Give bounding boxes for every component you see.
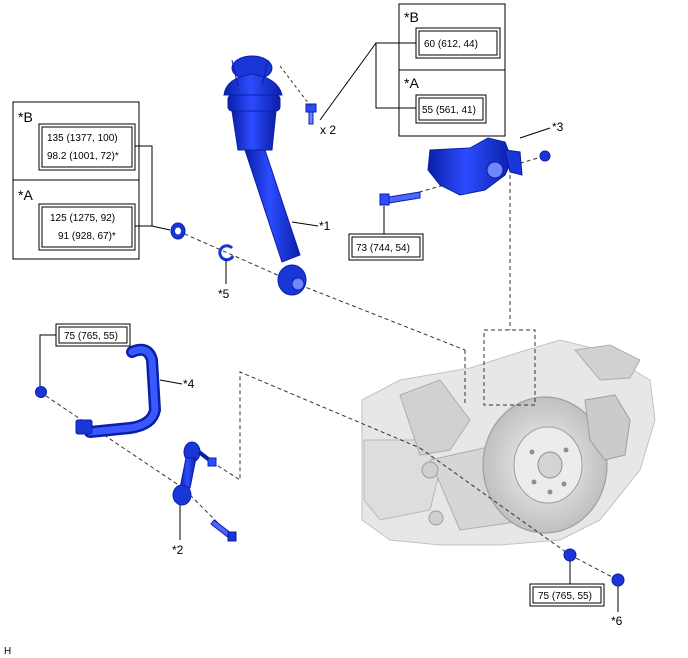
spec-right-a-value-1: 55 (561, 41) [422, 105, 476, 116]
torque-bracket-bolt-text: 73 (744, 54) [356, 243, 410, 254]
callout-lock-nut: *6 [611, 614, 623, 628]
spec-left-a-value-1: 125 (1275, 92) [50, 213, 115, 224]
clip-part [218, 244, 235, 262]
stabilizer-bar-nut [35, 386, 47, 398]
callout-clip: *5 [218, 287, 230, 301]
spec-table-right: *B 60 (612, 44) *A 55 (561, 41) [398, 3, 506, 137]
bushing [170, 222, 186, 240]
callout-3-leader [519, 127, 551, 139]
link-lower-nut [563, 548, 577, 562]
spec-table-left: *B 135 (1377, 100) 98.2 (1001, 72)* *A 1… [12, 101, 140, 260]
bracket-nut [539, 150, 551, 162]
installation-guide-lines [39, 155, 619, 581]
torque-stabilizer-nut-text: 75 (765, 55) [64, 331, 118, 342]
torque-stabilizer-nut-leader [39, 334, 56, 386]
spec-left-bracket-line [135, 145, 153, 227]
suspension-assembly-illustration [361, 339, 656, 546]
callout-stabilizer-link: *2 [172, 543, 184, 557]
upper-mount-bolt [305, 103, 317, 125]
spec-right-leader [319, 42, 377, 121]
lock-nut-part [611, 573, 625, 587]
spec-right-b-label: *B [404, 9, 419, 25]
stabilizer-link [172, 441, 217, 506]
bolt-guide-line [279, 65, 313, 109]
bracket-bolt [379, 191, 421, 206]
bolt-quantity-label: x 2 [320, 123, 336, 137]
spec-left-a-label: *A [18, 187, 33, 203]
spec-right-b-value-1: 60 (612, 44) [424, 39, 478, 50]
callout-shock-absorber: *1 [319, 219, 331, 233]
stabilizer-bar [75, 343, 162, 438]
spec-left-a-value-2: 91 (928, 67)* [58, 231, 116, 242]
spec-left-leader [151, 225, 171, 231]
callout-upper-bracket: *3 [552, 120, 564, 134]
torque-box-link-nut: 75 (765, 55) [529, 583, 605, 607]
upper-bracket [427, 137, 523, 196]
spec-left-b-value-2: 98.2 (1001, 72)* [47, 151, 119, 162]
spec-left-b-value-1: 135 (1377, 100) [47, 133, 118, 144]
torque-box-stabilizer-nut: 75 (765, 55) [55, 323, 131, 347]
callout-4-leader [159, 379, 183, 385]
spec-right-bracket-line [375, 42, 416, 109]
link-lower-bolt [210, 519, 237, 542]
callout-1-leader [291, 221, 319, 227]
spec-left-b-label: *B [18, 109, 33, 125]
torque-box-bracket-bolt: 73 (744, 54) [348, 233, 424, 261]
figure-code: H [4, 646, 11, 657]
spec-right-a-label: *A [404, 75, 419, 91]
callout-stabilizer-bar: *4 [183, 377, 195, 391]
torque-link-nut-text: 75 (765, 55) [538, 591, 592, 602]
shock-absorber [223, 55, 307, 296]
